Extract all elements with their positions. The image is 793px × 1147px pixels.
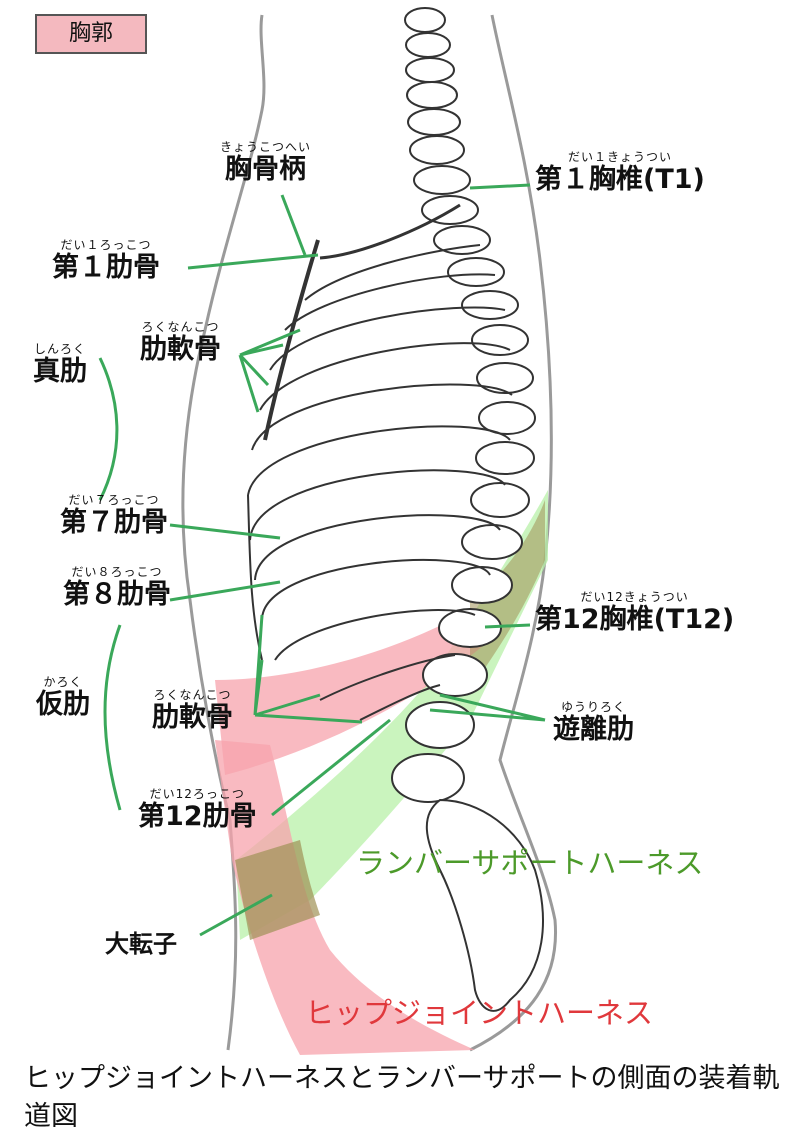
label-rib7: だい７ろっこつ 第７肋骨 (60, 493, 168, 539)
hip-harness-band-upper (215, 610, 490, 775)
ruby-rib8: だい８ろっこつ (71, 565, 163, 579)
ruby-rib1: だい１ろっこつ (60, 238, 152, 252)
ruby-costal-cartilage-upper: ろくなんこつ (141, 320, 220, 334)
text-t12: 第12胸椎(T12) (535, 604, 735, 635)
figure-caption: ヒップジョイントハーネスとランバーサポートの側面の装着軌道図 (24, 1063, 780, 1132)
sacrum (425, 798, 544, 1012)
ruby-t12: だい12きょうつい (580, 590, 689, 604)
text-manubrium: 胸骨柄 (225, 154, 306, 185)
hip-harness-label: ヒップジョイントハーネス (305, 996, 654, 1030)
ruby-rib12: だい12ろっこつ (149, 787, 245, 801)
text-floating-ribs: 遊離肋 (553, 714, 634, 745)
label-t1: だい１きょうつい 第１胸椎(T1) (535, 150, 705, 196)
body-outline-back (469, 14, 558, 1052)
spine (391, 7, 536, 803)
ruby-manubrium: きょうこつへい (220, 140, 312, 154)
text-rib12: 第12肋骨 (138, 801, 257, 832)
text-costal-cartilage-lower: 肋軟骨 (152, 702, 233, 733)
text-true-ribs: 真肋 (33, 356, 87, 387)
harness-overlap (235, 840, 320, 940)
label-false-ribs: かろく 仮肋 (36, 675, 90, 721)
label-true-ribs: しんろく 真肋 (33, 342, 87, 388)
ruby-rib7: だい７ろっこつ (68, 493, 160, 507)
lumbar-harness-band (236, 490, 548, 940)
label-costal-cartilage-upper: ろくなんこつ 肋軟骨 (140, 320, 221, 366)
text-rib7: 第７肋骨 (60, 507, 168, 538)
label-t12: だい12きょうつい 第12胸椎(T12) (535, 590, 734, 636)
diagram-title: 胸郭 (35, 14, 147, 54)
label-greater-trochanter: 大転子 (105, 930, 177, 958)
ruby-true-ribs: しんろく (33, 342, 86, 356)
text-false-ribs: 仮肋 (36, 689, 90, 720)
label-rib12: だい12ろっこつ 第12肋骨 (138, 787, 257, 833)
ruby-t1: だい１きょうつい (567, 150, 672, 164)
text-rib8: 第８肋骨 (63, 579, 171, 610)
ruby-costal-cartilage-lower: ろくなんこつ (153, 688, 232, 702)
label-manubrium: きょうこつへい 胸骨柄 (220, 140, 311, 186)
ribs (247, 203, 513, 721)
text-t1: 第１胸椎(T1) (535, 164, 705, 195)
text-costal-cartilage-upper: 肋軟骨 (140, 334, 221, 365)
hip-harness-band-lower (215, 740, 475, 1055)
label-rib1: だい１ろっこつ 第１肋骨 (52, 238, 160, 284)
label-costal-cartilage-lower: ろくなんこつ 肋軟骨 (152, 688, 233, 734)
ruby-false-ribs: かろく (43, 675, 83, 689)
leader-lines (98, 183, 546, 937)
label-floating-ribs: ゆうりろく 遊離肋 (553, 700, 634, 746)
lumbar-harness-label: ランバーサポートハーネス (356, 846, 704, 880)
label-rib8: だい８ろっこつ 第８肋骨 (63, 565, 171, 611)
sternum (263, 239, 320, 441)
ruby-floating-ribs: ゆうりろく (560, 700, 626, 714)
text-rib1: 第１肋骨 (52, 252, 160, 283)
